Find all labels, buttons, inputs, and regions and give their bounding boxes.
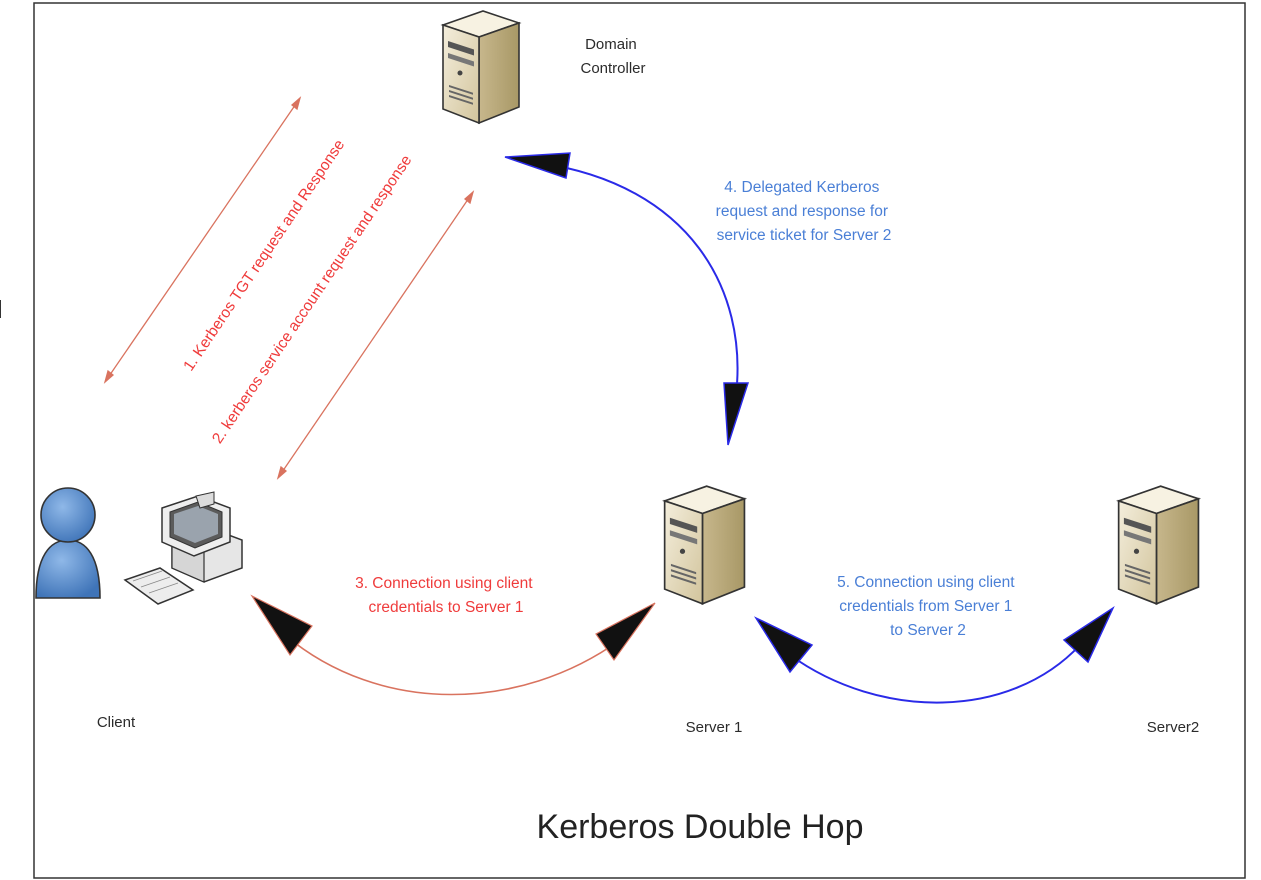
server2-label: Server2 (1147, 719, 1200, 736)
domain-controller-server-icon (442, 10, 520, 124)
server2-icon (1117, 485, 1200, 605)
user-person-icon (35, 487, 101, 599)
diagram-frame (33, 2, 1246, 879)
step1-label: 1. Kerberos TGT request and Response (180, 137, 348, 375)
client-computer-icon (123, 491, 243, 605)
step3-label: 3. Connection using client credentials t… (355, 575, 537, 616)
domain-controller-label: Domain Controller (580, 36, 645, 77)
diagram-title: Kerberos Double Hop (537, 808, 864, 846)
client-label: Client (97, 714, 136, 731)
step4-arrow (504, 152, 750, 446)
step5-label: 5. Connection using client credentials f… (837, 574, 1019, 639)
step5-arrow (753, 605, 1115, 704)
server1-icon (663, 485, 746, 605)
step1-arrow (103, 96, 302, 384)
step4-label: 4. Delegated Kerberos request and respon… (716, 179, 893, 244)
step3-arrow (250, 594, 656, 696)
step2-arrow (276, 190, 475, 480)
server1-label: Server 1 (686, 719, 743, 736)
